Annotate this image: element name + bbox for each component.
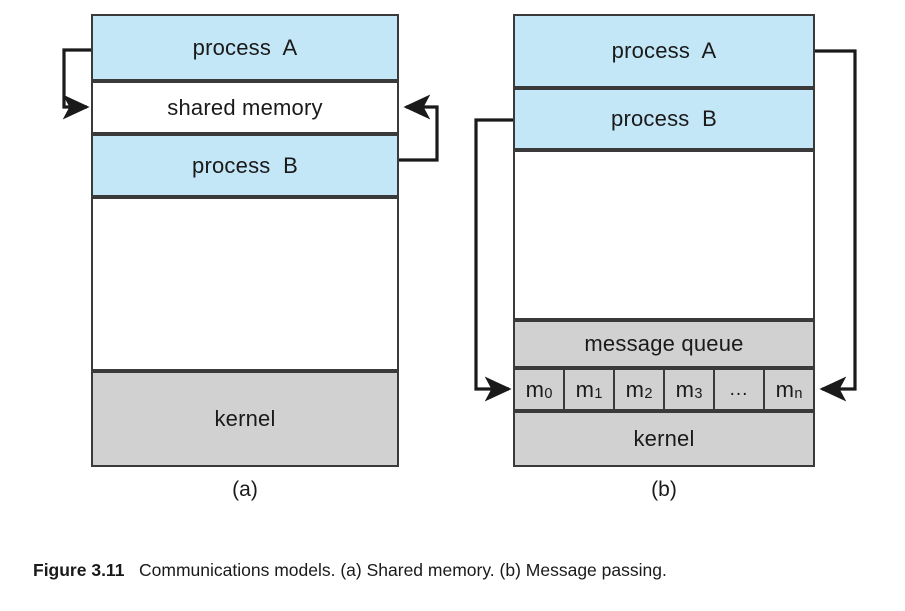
message-cell-base: ... xyxy=(729,378,749,400)
block-kernel-message: kernel xyxy=(513,411,815,467)
message-cell-base: m xyxy=(775,376,795,402)
block-process-b-message: process B xyxy=(513,88,815,150)
block-process-b-shared: process B xyxy=(91,134,399,197)
block-process-a-shared: process A xyxy=(91,14,399,81)
arrow-process-a-to-shared-memory xyxy=(62,48,91,120)
message-cell-subscript: n xyxy=(794,386,803,403)
block-free-memory-message xyxy=(513,150,815,320)
sublabel-a: (a) xyxy=(232,478,258,501)
arrow-process-b-to-shared-memory xyxy=(399,94,439,162)
block-message-queue-label: message queue xyxy=(513,320,815,368)
sublabel-b: (b) xyxy=(651,478,677,501)
block-process-a-message: process A xyxy=(513,14,815,88)
message-cell-subscript: 1 xyxy=(594,386,603,403)
message-cell-subscript: 2 xyxy=(644,386,653,403)
arrow-process-a-to-message-queue xyxy=(815,49,857,402)
message-cell-subscript: 3 xyxy=(694,386,703,403)
block-kernel-shared: kernel xyxy=(91,371,399,467)
figure-caption: Figure 3.11 Communications models. (a) S… xyxy=(33,560,878,581)
message-cell-subscript: 0 xyxy=(544,386,553,403)
message-cell-base: m xyxy=(525,376,545,402)
block-free-memory-shared xyxy=(91,197,399,371)
block-shared-memory: shared memory xyxy=(91,81,399,134)
message-cell: ... xyxy=(715,370,765,409)
caption-label: Figure 3.11 xyxy=(33,560,125,580)
arrow-process-b-to-message-queue xyxy=(474,118,513,402)
message-cell-base: m xyxy=(575,376,595,402)
caption-text: Communications models. (a) Shared memory… xyxy=(139,560,667,580)
message-cell-base: m xyxy=(675,376,695,402)
message-cell-base: m xyxy=(625,376,645,402)
